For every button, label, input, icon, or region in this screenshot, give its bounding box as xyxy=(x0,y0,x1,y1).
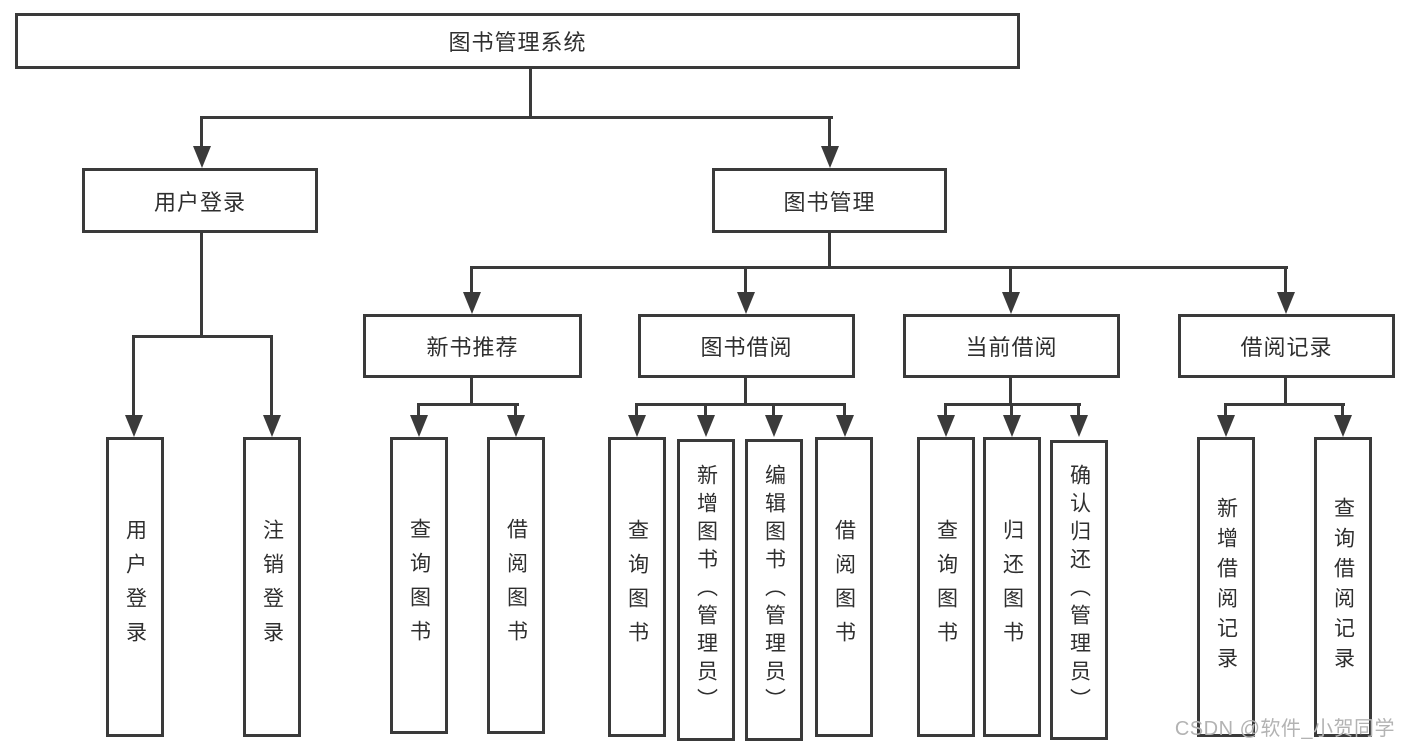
connector-line xyxy=(1341,403,1344,417)
node-label: 用户登录 xyxy=(123,519,147,655)
connector-line xyxy=(417,403,420,417)
connector-line xyxy=(744,376,747,406)
node-bb-edit-books-admin: 编辑图书（管理员） xyxy=(745,439,803,741)
arrow-down-icon xyxy=(765,415,783,437)
connector-line xyxy=(828,116,831,150)
arrow-down-icon xyxy=(1277,292,1295,314)
connector-line xyxy=(417,403,519,406)
connector-line xyxy=(270,335,273,417)
arrow-down-icon xyxy=(821,146,839,168)
arrow-down-icon xyxy=(263,415,281,437)
node-label: 借阅图书 xyxy=(504,517,528,654)
arrow-down-icon xyxy=(628,415,646,437)
node-label: 查询图书 xyxy=(407,517,431,654)
arrow-down-icon xyxy=(937,415,955,437)
node-label: 注销登录 xyxy=(260,519,284,655)
connector-line xyxy=(828,231,831,269)
node-label: 借阅图书 xyxy=(832,519,856,655)
node-current-borrowing: 当前借阅 xyxy=(903,314,1120,378)
node-label: 新书推荐 xyxy=(426,335,519,360)
arrow-down-icon xyxy=(1334,415,1352,437)
connector-line xyxy=(470,266,473,294)
arrow-down-icon xyxy=(737,292,755,314)
connector-line xyxy=(704,403,707,417)
connector-line xyxy=(1010,403,1013,417)
arrow-down-icon xyxy=(193,146,211,168)
node-cb-query-books: 查询图书 xyxy=(917,437,975,737)
arrow-down-icon xyxy=(1002,292,1020,314)
node-label: 确认归还（管理员） xyxy=(1067,464,1091,716)
node-nbr-borrow-books: 借阅图书 xyxy=(487,437,545,734)
node-label: 图书管理 xyxy=(783,189,876,215)
arrow-down-icon xyxy=(836,415,854,437)
connector-line xyxy=(635,403,638,417)
node-user-login-leaf: 用户登录 xyxy=(106,437,164,737)
node-label: 编辑图书（管理员） xyxy=(762,464,786,716)
node-label: 查询图书 xyxy=(934,519,958,655)
node-library-management-system: 图书管理系统 xyxy=(15,13,1020,69)
node-bb-borrow-books: 借阅图书 xyxy=(815,437,873,737)
connector-line xyxy=(132,335,273,338)
arrow-down-icon xyxy=(463,292,481,314)
connector-line xyxy=(1284,266,1287,294)
node-bb-add-books-admin: 新增图书（管理员） xyxy=(677,439,735,741)
node-label: 新增借阅记录 xyxy=(1214,497,1238,677)
connector-line xyxy=(132,335,135,417)
arrow-down-icon xyxy=(410,415,428,437)
connector-line xyxy=(529,67,532,118)
node-cb-return-books: 归还图书 xyxy=(983,437,1041,737)
node-bb-query-books: 查询图书 xyxy=(608,437,666,737)
node-label: 新增图书（管理员） xyxy=(694,464,718,716)
node-br-add-record: 新增借阅记录 xyxy=(1197,437,1255,737)
connector-line xyxy=(1077,403,1080,417)
node-label: 当前借阅 xyxy=(965,335,1058,360)
connector-line xyxy=(1009,376,1012,406)
connector-line xyxy=(843,403,846,417)
connector-line xyxy=(200,116,833,119)
connector-line xyxy=(1284,376,1287,406)
arrow-down-icon xyxy=(1070,415,1088,437)
node-logout-leaf: 注销登录 xyxy=(243,437,301,737)
connector-line xyxy=(944,403,947,417)
connector-line xyxy=(1009,266,1012,294)
connector-line xyxy=(744,266,747,294)
arrow-down-icon xyxy=(125,415,143,437)
node-label: 归还图书 xyxy=(1000,519,1024,655)
node-label: 借阅记录 xyxy=(1240,335,1333,360)
connector-line xyxy=(1224,403,1227,417)
node-new-book-recommend: 新书推荐 xyxy=(363,314,582,378)
connector-line xyxy=(470,266,1288,269)
node-label: 查询图书 xyxy=(625,519,649,655)
node-label: 图书管理系统 xyxy=(448,30,587,55)
node-borrowing-records: 借阅记录 xyxy=(1178,314,1395,378)
watermark: CSDN @软件_小贺同学 xyxy=(1174,718,1395,740)
connector-line xyxy=(1224,403,1345,406)
connector-line xyxy=(635,403,846,406)
connector-line xyxy=(514,403,517,417)
node-label: 查询借阅记录 xyxy=(1331,497,1355,677)
connector-line xyxy=(470,376,473,406)
node-book-management: 图书管理 xyxy=(712,168,947,233)
connector-line xyxy=(200,116,203,150)
connector-line xyxy=(772,403,775,417)
node-book-borrowing: 图书借阅 xyxy=(638,314,855,378)
node-br-query-record: 查询借阅记录 xyxy=(1314,437,1372,737)
arrow-down-icon xyxy=(1003,415,1021,437)
arrow-down-icon xyxy=(507,415,525,437)
node-user-login: 用户登录 xyxy=(82,168,318,233)
node-nbr-query-books: 查询图书 xyxy=(390,437,448,734)
node-cb-confirm-return-admin: 确认归还（管理员） xyxy=(1050,440,1108,740)
node-label: 用户登录 xyxy=(153,189,246,215)
arrow-down-icon xyxy=(697,415,715,437)
connector-line xyxy=(200,231,203,338)
node-label: 图书借阅 xyxy=(700,335,793,360)
arrow-down-icon xyxy=(1217,415,1235,437)
